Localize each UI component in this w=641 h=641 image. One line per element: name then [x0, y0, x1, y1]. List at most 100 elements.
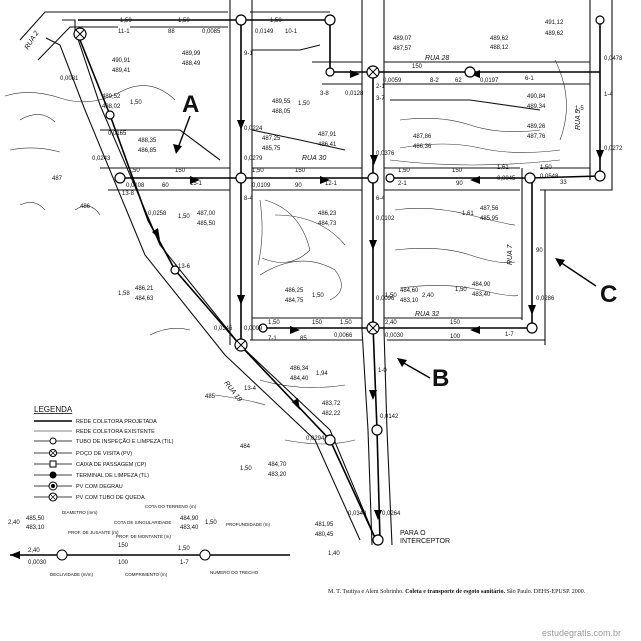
pipe-labels: 1,50 11-1 1,50 88 0,0085 1,50 0,0149 10-… [52, 18, 623, 557]
label: 0,0142 [380, 414, 399, 420]
notation-value: 100 [118, 560, 129, 566]
legend-title: LEGENDA [34, 405, 73, 414]
pv-node [235, 14, 247, 26]
label: 480,45 [315, 532, 334, 538]
watermark: estudegratis.com.br [542, 628, 622, 638]
label: 0,0346 [214, 326, 233, 332]
label: 150 [412, 64, 423, 70]
label: 1,50 [240, 466, 252, 472]
callout-b-letter: B [432, 365, 449, 392]
notation-value: 483,40 [180, 525, 199, 531]
label: 1,50 [540, 165, 552, 171]
label: 484,40 [290, 376, 309, 382]
legend-item: TERMINAL DE LIMPEZA (TL) [76, 473, 149, 479]
label: 1-0 [378, 368, 387, 374]
notation-caption: COTA DO TERRENO (m) [145, 504, 197, 509]
label: 0,0548 [540, 174, 559, 180]
destination-label: PARA O INTERCEPTOR [400, 530, 450, 545]
label: 0,0258 [148, 211, 167, 217]
pv-node [524, 172, 536, 184]
legend-item: PV COM DEGRAU [76, 484, 123, 490]
label: 486,41 [318, 142, 337, 148]
label: 9-1 [244, 51, 253, 57]
callout-a: A [173, 91, 199, 154]
label: 484,60 [400, 288, 419, 294]
notation-caption: COTA DE SINGULARIDADE [114, 520, 171, 525]
label: 2-1 [398, 181, 407, 187]
label: 1,50 [252, 168, 264, 174]
label: 7-1 [268, 336, 277, 342]
pv-node [324, 14, 336, 26]
legend-item: REDE COLETORA PROJETADA [76, 419, 157, 425]
label: 90 [456, 181, 463, 187]
pv-node [367, 172, 379, 184]
notation-value: 1,50 [205, 520, 217, 526]
callout-c-letter: C [600, 281, 617, 308]
label: 150 [295, 168, 306, 174]
label: 2-1 [376, 84, 385, 90]
notation-value: 2,40 [28, 548, 40, 554]
label: 490,84 [527, 94, 546, 100]
terrain-contours [4, 59, 567, 445]
pv-node [371, 424, 383, 436]
street-name-rua30: RUA 30 [302, 155, 326, 162]
label: 90 [295, 183, 302, 189]
label: 483,72 [322, 401, 341, 407]
label: 1,50 [340, 320, 352, 326]
label: 100 [450, 334, 461, 340]
label: 0,0224 [244, 126, 263, 132]
label: 486,36 [413, 144, 432, 150]
label: 0,0096 [376, 296, 395, 302]
label: 1,50 [455, 287, 467, 293]
label: 489,55 [272, 99, 291, 105]
credit-title: Coleta e transporte de esgoto sanitário. [405, 589, 506, 595]
street-name-rua32: RUA 32 [415, 311, 439, 318]
label: 487,56 [480, 206, 499, 212]
label: 0,0264 [382, 511, 401, 517]
label: 484,75 [285, 298, 304, 304]
label: 88 [168, 29, 175, 35]
callout-c: C [555, 258, 617, 308]
label: 487,57 [393, 46, 412, 52]
legend: LEGENDA REDE COLETORA PROJETADA REDE COL… [34, 405, 174, 502]
label: 15-1 [190, 181, 203, 187]
label: 1-7 [505, 332, 514, 338]
notation-value: 485,50 [26, 516, 45, 522]
label: 1,40 [328, 551, 340, 557]
label: 0,0272 [604, 146, 623, 152]
pv-node [235, 172, 247, 184]
label: 485,75 [262, 146, 281, 152]
label: 485 [205, 394, 216, 400]
label: 150 [450, 320, 461, 326]
notation-caption: NUMERO DO TRECHO [210, 570, 259, 575]
notation-caption: COMPRIMENTO (m) [125, 572, 168, 577]
notation-caption: DECLIVIDADE (m/m) [50, 572, 94, 577]
label: 1,50 [178, 214, 190, 220]
label: 2,40 [422, 293, 434, 299]
label: 489,52 [102, 94, 121, 100]
label: 487 [52, 176, 63, 182]
notation-value: 1-7 [180, 560, 189, 566]
credit-place: São Paulo. DEHS-EPUSP. 2000. [506, 589, 586, 595]
street-name-rua28: RUA 28 [425, 55, 449, 62]
label: 150 [175, 168, 186, 174]
label: 485,50 [197, 221, 216, 227]
pv-node [594, 170, 606, 182]
label: 1,50 [398, 168, 410, 174]
label: 12-1 [325, 181, 338, 187]
label: 486,25 [285, 288, 304, 294]
label: 489,62 [490, 36, 509, 42]
label: 1,50 [298, 101, 310, 107]
label: 2,40 [385, 320, 397, 326]
label: 13-8 [122, 191, 135, 197]
label: 0,0030 [385, 333, 404, 339]
label: 1,94 [316, 371, 328, 377]
label: 487,76 [527, 134, 546, 140]
pv-node [372, 534, 384, 546]
notation-value: 484,90 [180, 516, 199, 522]
label: 485,95 [480, 216, 499, 222]
label: 486,21 [135, 286, 154, 292]
label: 150 [452, 168, 463, 174]
label: 489,99 [182, 51, 201, 57]
label: 0,0045 [497, 176, 516, 182]
